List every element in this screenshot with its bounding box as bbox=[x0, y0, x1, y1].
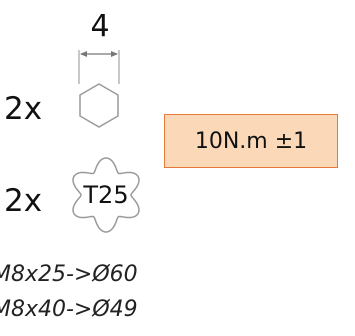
torque-callout: 10N.m ±1 bbox=[164, 114, 338, 168]
bolt-note-1: M8x25->Ø60 bbox=[0, 262, 138, 287]
hex-dimension-label: 4 bbox=[90, 9, 110, 44]
torque-value: 10N.m ±1 bbox=[194, 128, 308, 154]
torx-size-label: T25 bbox=[83, 181, 129, 209]
hex-socket-icon bbox=[79, 83, 119, 128]
dimension-arrow-right bbox=[111, 51, 118, 57]
torx-socket-icon bbox=[72, 157, 140, 233]
torx-quantity: 2x bbox=[4, 183, 43, 219]
hex-quantity: 2x bbox=[4, 91, 43, 127]
bolt-note-2: M8x40->Ø49 bbox=[0, 297, 138, 322]
dimension-arrow-left bbox=[80, 51, 87, 57]
